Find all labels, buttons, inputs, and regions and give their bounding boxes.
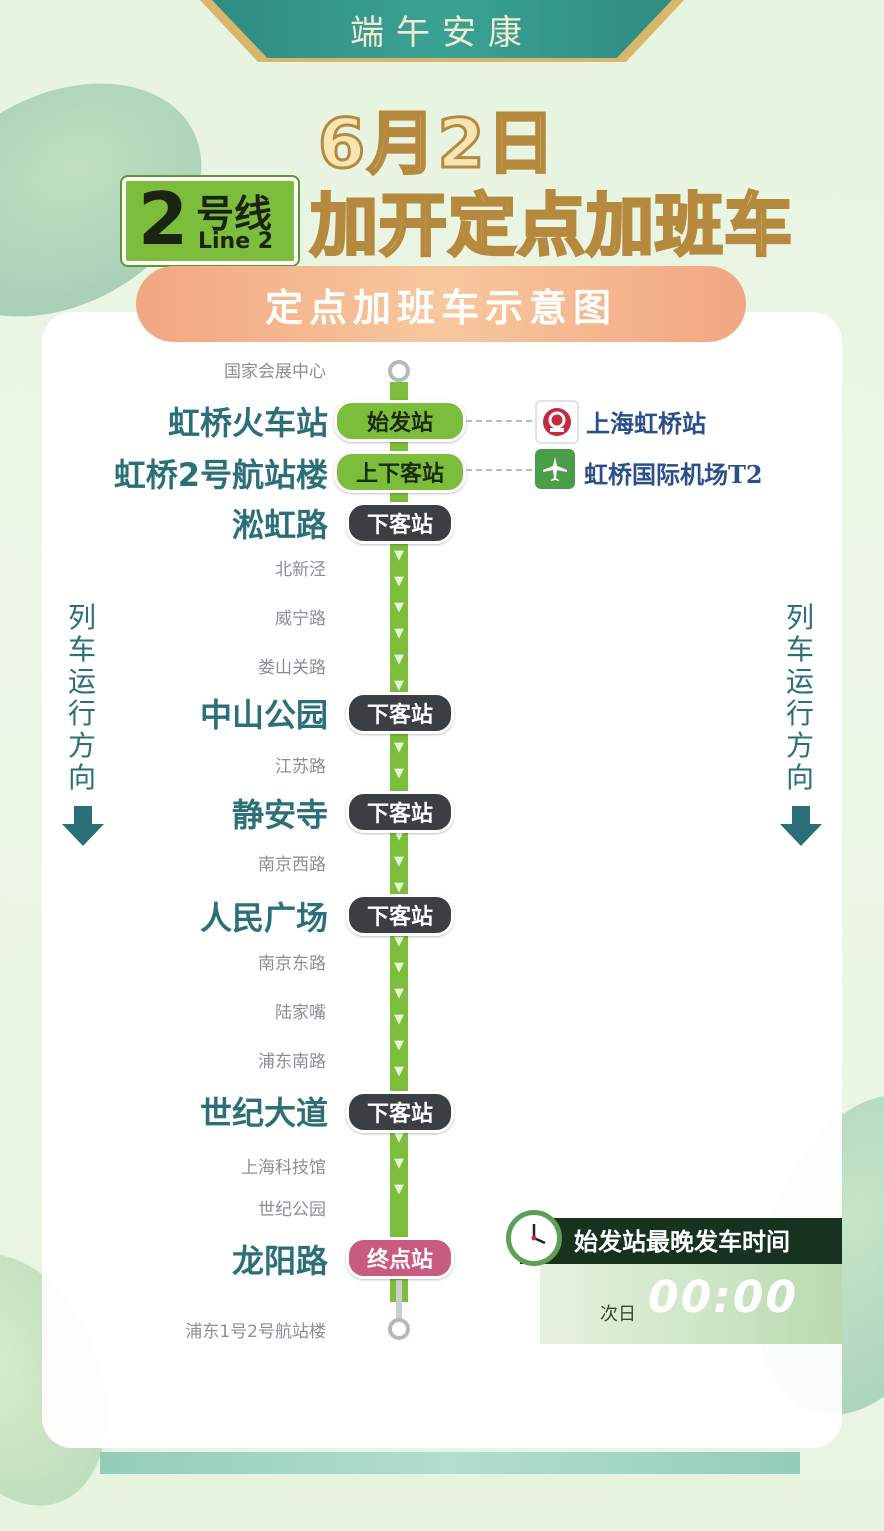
last-train-label: 始发站最晚发车时间 [574,1228,790,1256]
station-major: 世纪大道 [199,1094,328,1132]
station-major: 虹桥火车站 [167,404,328,442]
terminus-dot-bottom [388,1318,410,1340]
direction-chevron-icon: ▼ [394,986,404,1001]
subtitle-text: 定点加班车示意图 [264,285,617,330]
drop-off-tag: 下客站 [346,502,454,544]
direction-chevron-icon: ▼ [394,678,404,693]
track-inactive-bottom [396,1280,402,1324]
direction-chevron-icon: ▼ [394,652,404,667]
drop-off-tag: 下客站 [346,791,454,833]
terminal-station-tag: 终点站 [346,1237,454,1279]
direction-chevron-icon: ▼ [394,600,404,615]
direction-chevron-icon: ▼ [394,574,404,589]
direction-chevron-icon: ▼ [394,854,404,869]
direction-chevron-icon: ▼ [394,960,404,975]
railway-icon [535,400,579,444]
subtitle-pill: 定点加班车示意图 [136,266,746,342]
station-minor: 国家会展中心 [224,362,326,382]
direction-chevron-icon: ▼ [394,1182,404,1197]
direction-chevron-icon: ▼ [394,1012,404,1027]
direction-chevron-icon: ▼ [394,828,404,843]
transfer-air-label: 虹桥国际机场T2 [584,460,763,489]
station-major: 静安寺 [231,796,328,834]
line-number: 2 [138,177,189,261]
station-minor: 上海科技馆 [241,1158,326,1178]
route-track [390,382,408,1302]
airplane-icon [535,449,575,489]
down-arrow-icon [62,806,104,846]
direction-chevron-icon: ▼ [394,626,404,641]
last-train-bar [520,1218,842,1264]
direction-chevron-icon: ▼ [394,1064,404,1079]
updown-station-tag: 上下客站 [334,451,466,493]
bottom-decoration [100,1452,800,1474]
station-minor: 世纪公园 [258,1200,326,1220]
station-minor: 南京东路 [258,954,326,974]
date-heading: 6月2日 [317,104,557,186]
station-minor: 陆家嘴 [275,1003,326,1023]
transfer-connector [466,469,532,471]
last-train-panel [540,1264,842,1344]
clock-icon [506,1210,562,1266]
headline: 加开定点加班车 [308,186,794,268]
station-major: 中山公园 [199,696,328,734]
direction-chevron-icon: ▼ [394,1038,404,1053]
direction-chevron-icon: ▼ [394,880,404,895]
station-minor: 江苏路 [275,757,326,777]
down-arrow-icon [780,806,822,846]
direction-chevron-icon: ▼ [394,548,404,563]
direction-text-left: 列车运行方向 [67,601,96,794]
direction-chevron-icon: ▼ [394,1156,404,1171]
terminus-dot-top [388,360,410,382]
station-minor: 浦东南路 [258,1052,326,1072]
transfer-rail-label: 上海虹桥站 [586,409,706,438]
direction-text-right: 列车运行方向 [785,601,814,794]
line-label-cn: 号线 [196,192,273,236]
start-station-tag: 始发站 [334,400,466,442]
direction-chevron-icon: ▼ [394,740,404,755]
station-minor: 浦东1号2号航站楼 [185,1322,326,1342]
direction-chevron-icon: ▼ [394,1130,404,1145]
line-2-badge: 2 号线 Line 2 [122,177,298,265]
station-minor: 威宁路 [275,609,326,629]
transfer-connector [466,420,532,422]
station-minor: 娄山关路 [258,658,326,678]
station-major: 人民广场 [199,899,328,937]
station-minor: 南京西路 [258,855,326,875]
direction-chevron-icon: ▼ [394,766,404,781]
line-label-en: Line 2 [198,229,274,254]
next-day-label: 次日 [600,1304,636,1325]
station-major: 龙阳路 [231,1242,328,1280]
direction-chevron-icon: ▼ [394,934,404,949]
station-major: 虹桥2号航站楼 [113,456,328,494]
drop-off-tag: 下客站 [346,894,454,936]
drop-off-tag: 下客站 [346,1091,454,1133]
festival-banner: 端午安康 [212,0,672,58]
station-minor: 北新泾 [275,560,326,580]
drop-off-tag: 下客站 [346,692,454,734]
banner-title: 端午安康 [350,12,534,53]
last-train-time: 00:00 [648,1272,799,1323]
station-major: 淞虹路 [231,506,328,544]
